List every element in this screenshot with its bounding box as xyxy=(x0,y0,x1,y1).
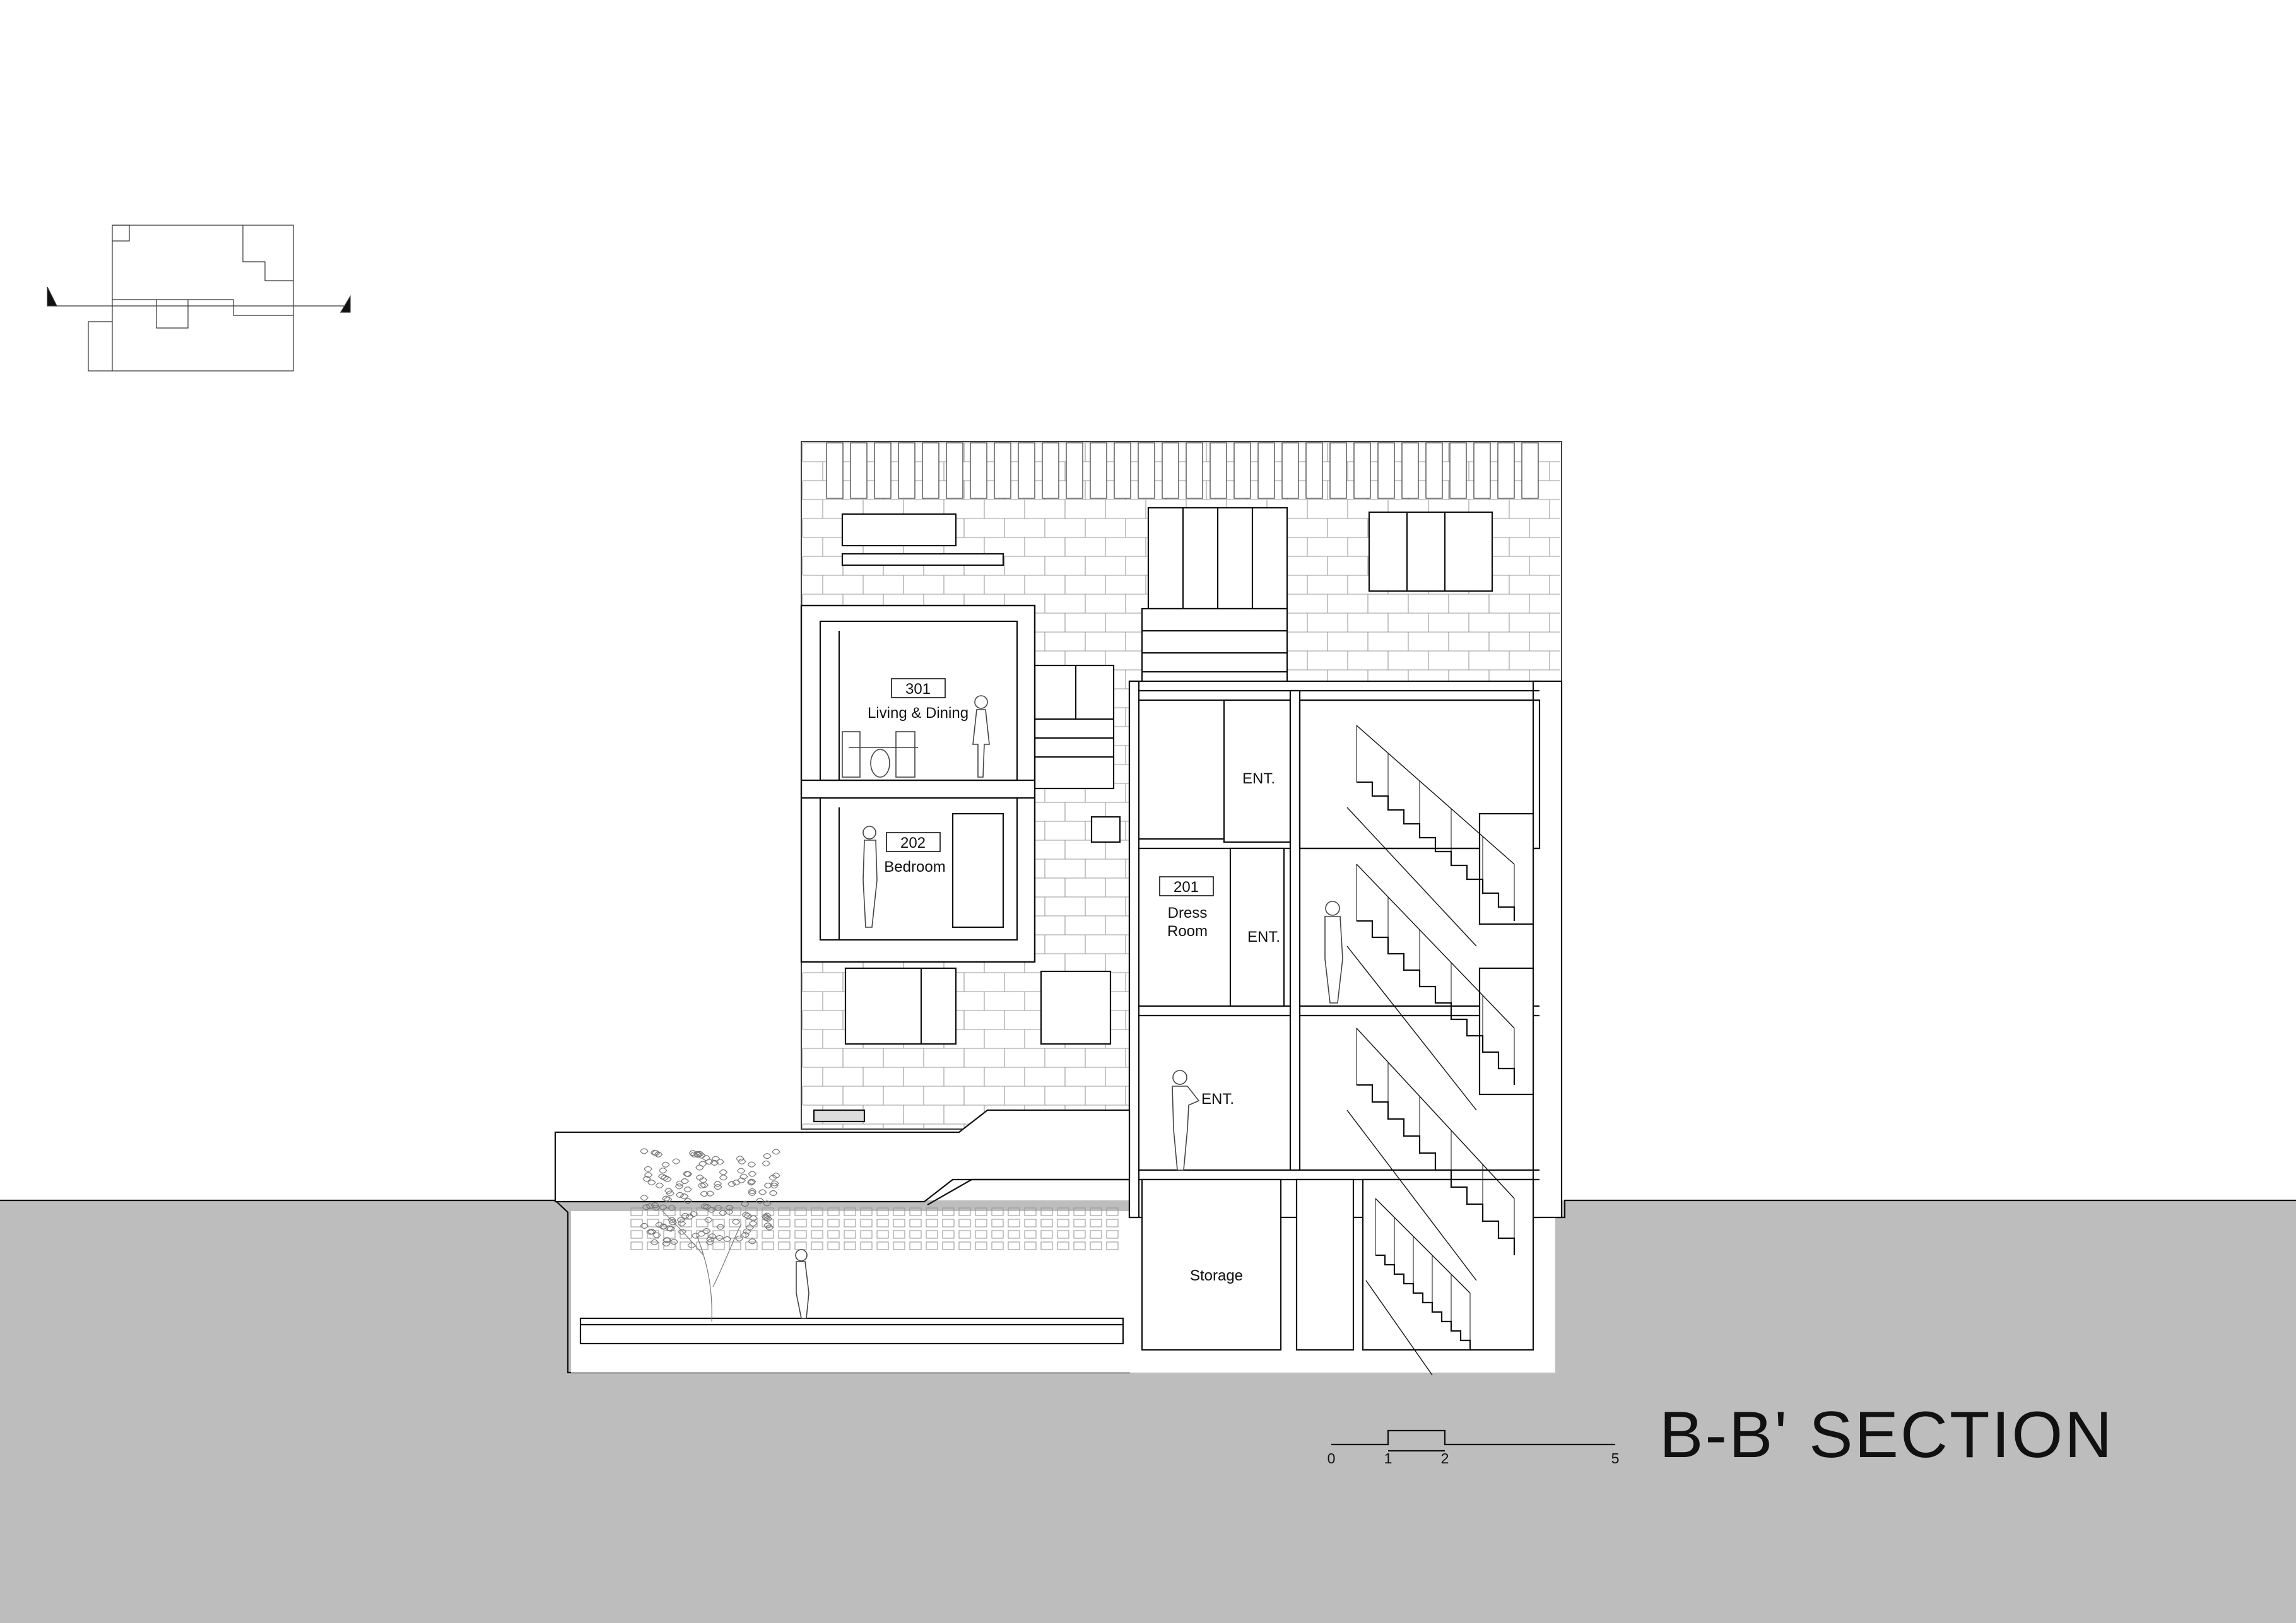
terrace-courtyard xyxy=(554,1109,1131,1345)
scale-tick-5: 5 xyxy=(1611,1450,1620,1467)
scale-tick-1: 1 xyxy=(1384,1450,1392,1467)
room-name-room: Room xyxy=(1167,923,1208,940)
entrance-label-2f: ENT. xyxy=(1247,929,1280,946)
courtyard-tree xyxy=(640,1148,780,1322)
room-number-202: 202 xyxy=(900,835,926,852)
room-name-bedroom: Bedroom xyxy=(884,858,945,876)
entrance-label-1f: ENT. xyxy=(1201,1091,1234,1108)
projecting-box xyxy=(800,604,1036,963)
scale-tick-2: 2 xyxy=(1441,1450,1449,1467)
room-tag-301: 301 Living & Dining xyxy=(868,678,968,722)
scale-tick-0: 0 xyxy=(1328,1450,1336,1467)
room-name-dress: Dress xyxy=(1168,905,1208,922)
room-number-201: 201 xyxy=(1174,879,1199,896)
section-title: B-B' SECTION xyxy=(1659,1398,2114,1472)
room-tag-202: 202 Bedroom xyxy=(884,832,946,876)
storage-label: Storage xyxy=(1190,1267,1243,1284)
tower-section xyxy=(1128,680,1563,1351)
stairs xyxy=(1346,725,1516,1376)
scale-bar: 0 1 2 5 xyxy=(1328,1429,1620,1467)
entrance-label-3f: ENT. xyxy=(1242,770,1275,787)
room-number-301: 301 xyxy=(905,681,931,698)
people-figures xyxy=(795,695,1343,1319)
upper-windows xyxy=(841,507,1493,1045)
parapet-battens xyxy=(826,442,1539,499)
key-plan xyxy=(47,225,351,372)
room-tag-201: 201 Dress Room xyxy=(1159,876,1214,940)
room-name-living-dining: Living & Dining xyxy=(868,705,968,722)
